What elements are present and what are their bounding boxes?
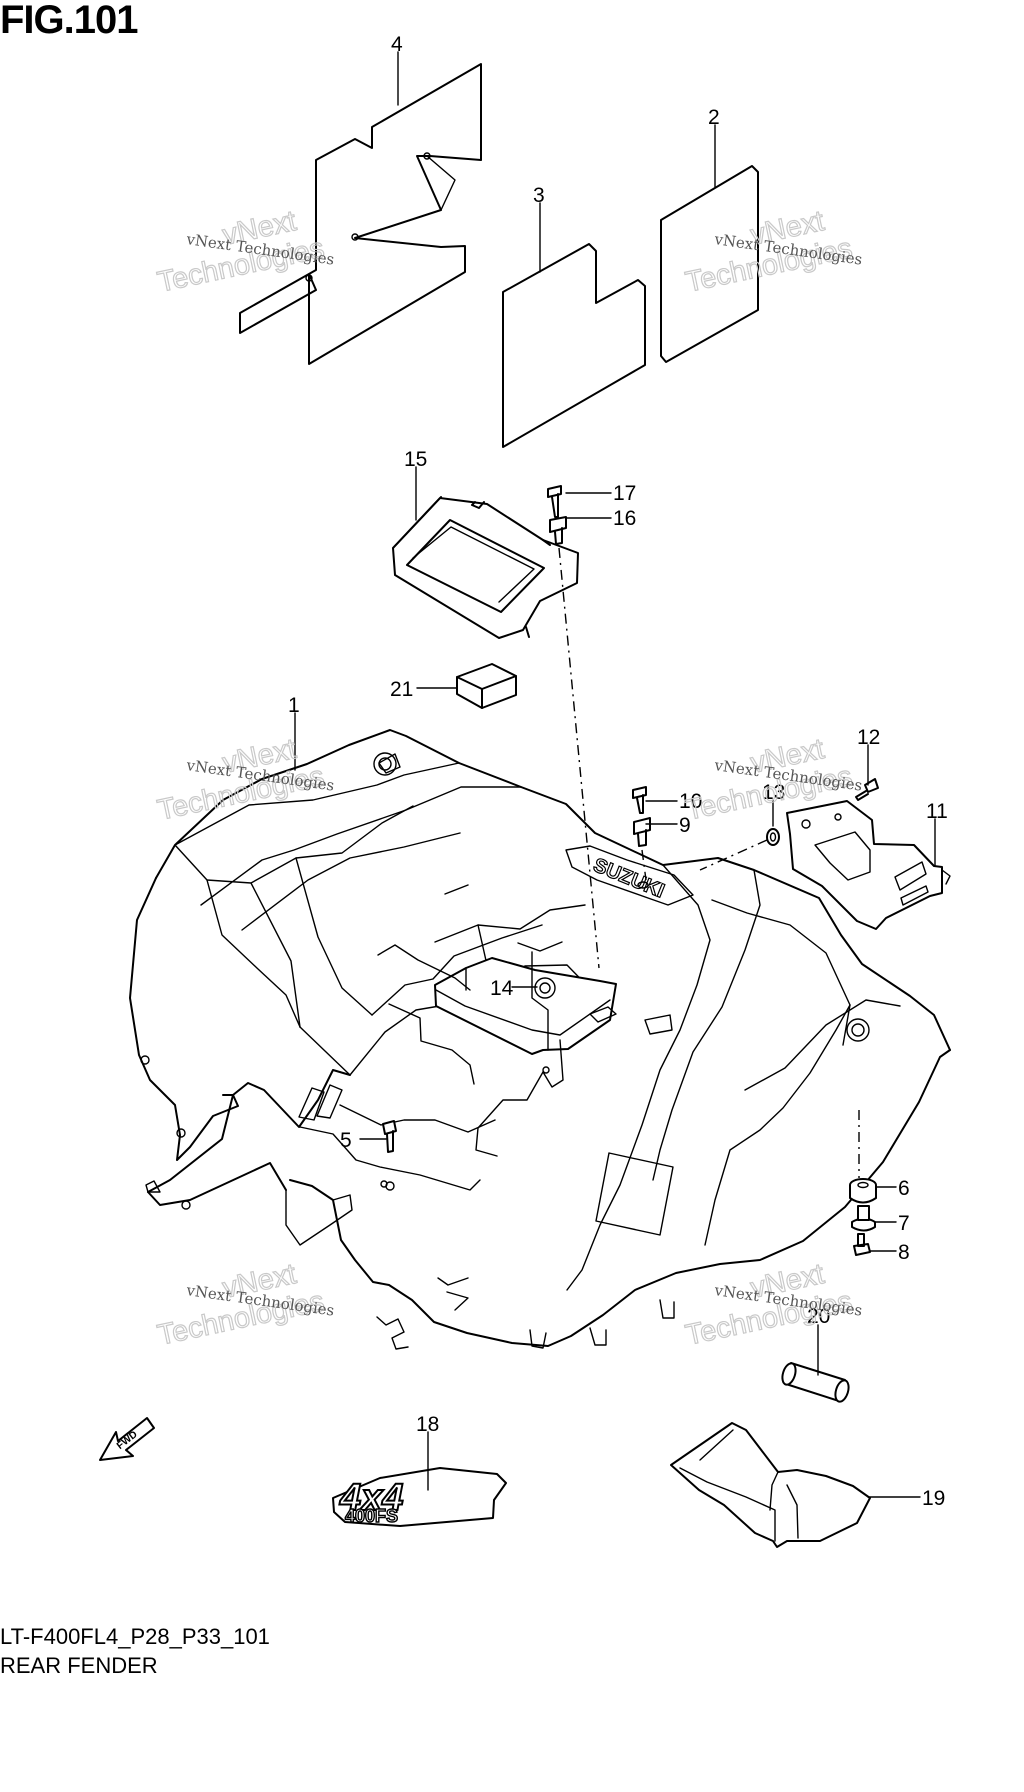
part-13-leader-dashed (699, 839, 768, 871)
figure-name: REAR FENDER (0, 1653, 158, 1678)
callout-1: 1 (288, 694, 300, 717)
part-20-cylinder (781, 1362, 850, 1403)
part-17-screw (547, 485, 562, 518)
part-16-nut (549, 516, 567, 545)
part-4-sheet (239, 63, 482, 365)
callout-9: 9 (679, 814, 691, 837)
part-19-cover (670, 1422, 871, 1548)
part-3-sheet (502, 243, 646, 448)
callout-4: 4 (391, 33, 403, 56)
part-5-bolt (382, 1120, 397, 1153)
callout-15: 15 (404, 448, 427, 471)
watermark-mid-left: Technologies vNext vNext Technologies (154, 733, 335, 828)
part-9-leader-dashed (641, 849, 647, 881)
callout-6: 6 (898, 1177, 910, 1200)
callout-3: 3 (533, 184, 545, 207)
callout-21: 21 (390, 678, 413, 701)
part-6-grommet (849, 1178, 877, 1204)
watermark-top-right: Technologies vNext vNext Technologies (682, 205, 863, 300)
part-7-collar (851, 1205, 876, 1232)
part-11-bracket (786, 800, 951, 930)
part-16-leader-dashed (558, 547, 600, 969)
watermark-bottom-left: Technologies vNext vNext Technologies (154, 1258, 335, 1353)
part-18-emblem: 4x4 400FS (332, 1467, 507, 1527)
part-21-block (456, 663, 517, 709)
emblem-4x4: 4x4 (339, 1477, 403, 1519)
fwd-arrow-icon: FWD (99, 1417, 155, 1461)
emblem-400fs: 400FS (345, 1506, 398, 1526)
callout-17: 17 (613, 482, 636, 505)
leader-lines (294, 51, 936, 1498)
callout-11: 11 (926, 800, 948, 823)
part-13-washer (766, 828, 780, 846)
figure-title: FIG.101 (0, 0, 139, 42)
part-10-screw (632, 786, 647, 814)
watermark-bottom-right: Technologies vNext vNext Technologies (682, 1258, 863, 1353)
part-2-sheet (660, 165, 759, 363)
figure-model-code: LT-F400FL4_P28_P33_101 (0, 1624, 270, 1649)
callout-16: 16 (613, 507, 636, 530)
part-15-tray (392, 496, 579, 639)
callout-20: 20 (807, 1305, 830, 1328)
callout-2: 2 (708, 106, 720, 129)
callout-8: 8 (898, 1241, 910, 1264)
callout-19: 19 (922, 1487, 945, 1510)
part-12-screw (855, 778, 879, 801)
callout-18: 18 (416, 1413, 439, 1436)
callout-14: 14 (490, 977, 514, 1000)
part-1-rear-fender: SUZUKI (129, 729, 951, 1350)
callout-12: 12 (857, 726, 880, 749)
part-8-bolt (853, 1233, 871, 1256)
part-9-nut (633, 817, 651, 847)
callout-7: 7 (898, 1212, 910, 1235)
callout-labels: 4 2 3 15 17 16 21 1 12 10 9 13 11 14 5 6… (288, 33, 948, 1510)
callout-13: 13 (762, 781, 785, 804)
callout-10: 10 (679, 790, 702, 813)
callout-5: 5 (340, 1129, 352, 1152)
